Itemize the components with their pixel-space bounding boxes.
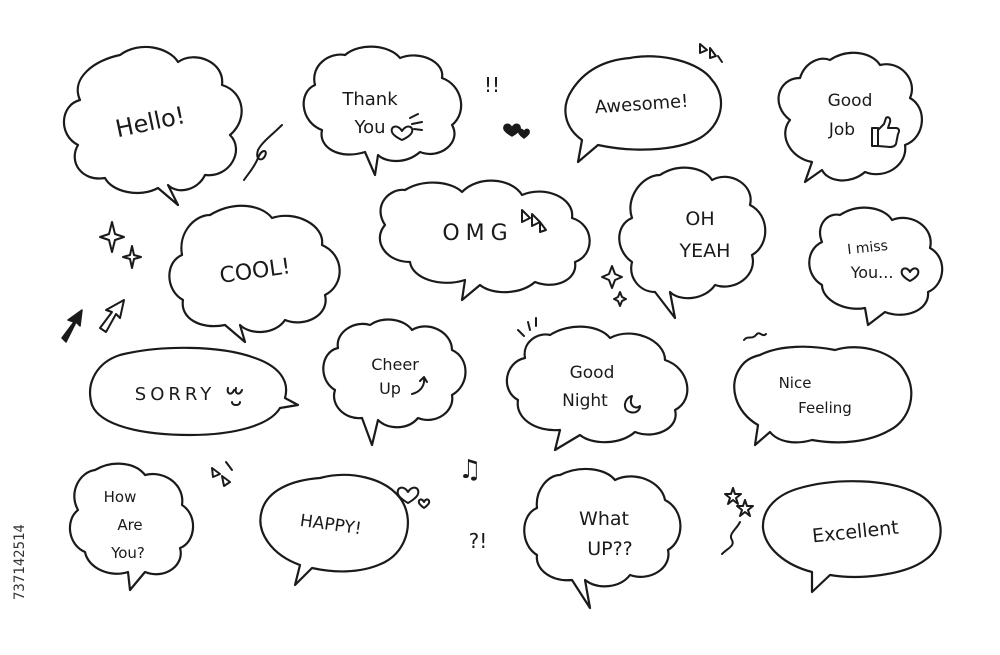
- bubble-oh-yeah: OH YEAH: [618, 166, 767, 320]
- star-icon: [736, 499, 754, 517]
- bubble-nice-feeling-line2: Feeling: [798, 399, 852, 417]
- heart-icon: [900, 267, 920, 282]
- emphasis-marks-icon: [521, 209, 547, 233]
- sweat-drops-icon: [226, 387, 243, 406]
- up-arrow-icon: [411, 376, 428, 395]
- bubble-happy: HAPPY!: [259, 473, 409, 587]
- sparkle-icon: [99, 221, 125, 253]
- thumbs-up-icon: [871, 116, 901, 148]
- squiggle-line-icon: [721, 521, 741, 555]
- bubble-cheer-up-line1: Cheer: [371, 355, 419, 374]
- bubble-omg-text: OMG: [442, 221, 513, 246]
- bubble-what-up: What UP??: [523, 467, 682, 610]
- emphasis-marks-icon: [699, 43, 723, 63]
- bubble-good-night-line1: Good: [570, 363, 615, 383]
- bubble-cheer-up: Cheer Up: [322, 318, 467, 447]
- bubble-good-job-line1: Good: [828, 91, 873, 111]
- star-icon: [724, 487, 742, 505]
- bubble-i-miss-you-line2: You...: [850, 263, 894, 282]
- bubble-good-job: Good Job: [777, 51, 924, 184]
- bubble-oh-yeah-line2: YEAH: [679, 240, 731, 262]
- moon-icon: [624, 395, 641, 414]
- sparkle-icon: [613, 291, 627, 307]
- bubble-cheer-up-line2: Up: [379, 379, 401, 398]
- bubble-i-miss-you-line1: I miss: [847, 238, 889, 258]
- bubble-how-are-you-line1: How: [104, 488, 137, 506]
- bubble-i-miss-you: I miss You...: [808, 206, 944, 327]
- heart-icon: [396, 486, 420, 504]
- bubble-what-up-line2: UP??: [587, 538, 633, 560]
- bubble-how-are-you: How Are You?: [68, 462, 195, 592]
- sparkle-icon: [601, 265, 623, 289]
- bubble-nice-feeling-line1: Nice: [779, 374, 812, 392]
- question-exclaim-mark: ?!: [469, 529, 488, 553]
- bubble-thank-you-line1: Thank: [341, 89, 398, 110]
- bubble-good-job-line2: Job: [828, 120, 855, 140]
- heart-icon: [390, 125, 414, 141]
- bubble-oh-yeah-line1: OH: [685, 208, 714, 230]
- bubble-thank-you: Thank You: [302, 45, 463, 177]
- bubble-good-night-line2: Night: [562, 391, 608, 411]
- squiggle-icon: [743, 332, 767, 341]
- bubble-good-night: Good Night: [505, 325, 689, 452]
- bubble-omg: OMG: [378, 179, 591, 302]
- emphasis-marks-icon: [211, 461, 233, 487]
- bubble-excellent: Excellent: [761, 480, 942, 594]
- sparkle-lines-icon: [409, 113, 423, 131]
- heart-icon: [518, 128, 530, 139]
- bubble-what-up-line1: What: [579, 508, 629, 530]
- squiggle-line-icon: [243, 124, 283, 181]
- arrow-up-right-icon: [61, 309, 83, 343]
- heart-icon: [417, 498, 431, 509]
- bubble-how-are-you-line2: Are: [117, 516, 142, 534]
- bubble-hello: Hello!: [62, 45, 243, 207]
- svg-text:737142514: 737142514: [12, 524, 28, 600]
- bubble-how-are-you-line3: You?: [110, 544, 145, 562]
- bubble-nice-feeling: Nice Feeling: [733, 345, 913, 447]
- bubble-awesome: Awesome!: [564, 55, 722, 164]
- arrow-up-right-icon: [99, 299, 125, 333]
- stock-id-watermark: 737142514: [12, 524, 28, 600]
- sparkle-icon: [122, 245, 142, 269]
- bubble-sorry: SORRY: [89, 346, 300, 437]
- music-note-icon: ♫: [458, 455, 481, 485]
- heart-icon: [503, 123, 521, 137]
- double-exclaim-mark: !!: [484, 73, 500, 97]
- emphasis-lines-icon: [517, 317, 537, 337]
- bubble-cool: COOL!: [168, 204, 341, 344]
- bubble-sorry-text: SORRY: [135, 384, 215, 405]
- bubble-thank-you-line2: You: [353, 117, 385, 138]
